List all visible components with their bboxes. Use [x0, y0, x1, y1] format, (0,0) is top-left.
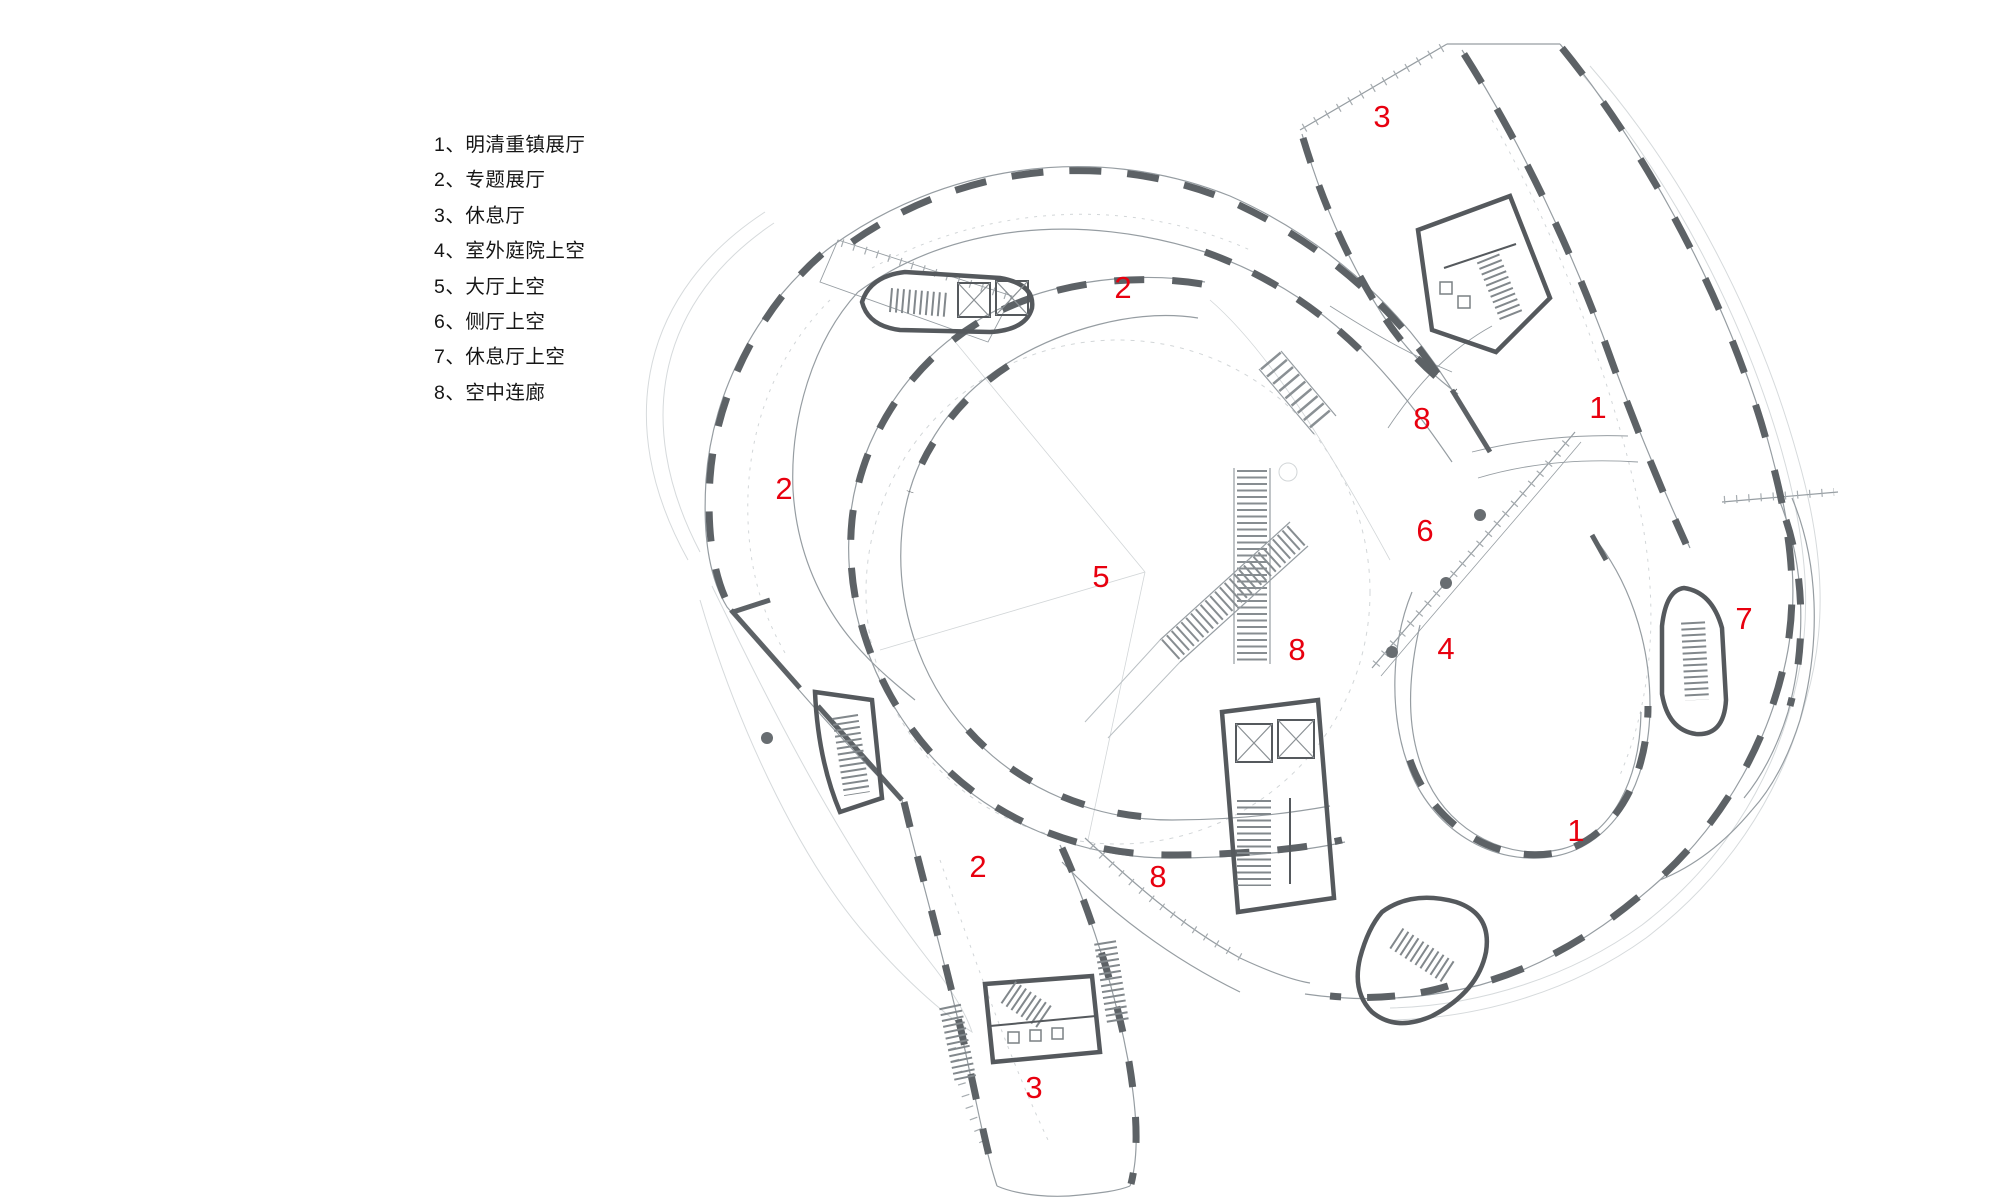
- core-a-top-lens: [859, 269, 1035, 335]
- room-label-8-bottom: 8: [1149, 859, 1166, 894]
- solid-walls: [729, 388, 1609, 802]
- column-dots: [761, 509, 1486, 744]
- wing2-bottom-tip: [996, 1185, 1131, 1197]
- wing2-top-inner: [857, 228, 1453, 463]
- bridge8-bottom-b: [1061, 861, 1241, 993]
- core-c-left: [812, 689, 885, 815]
- room-label-1-bottom: 1: [1567, 813, 1584, 848]
- legend-item-8: 8、空中连廊: [434, 381, 546, 404]
- room-label-2-top: 2: [1114, 270, 1131, 305]
- legend: 1、明清重镇展厅 2、专题展厅 3、休息厅 4、室外庭院上空 5、大厅上空 6、…: [434, 128, 585, 411]
- core-b-hall3: [1415, 193, 1553, 355]
- elevator-shaft: [1277, 719, 1315, 759]
- ramp-edge: [1371, 431, 1576, 669]
- room-label-4: 4: [1437, 631, 1454, 666]
- legend-item-7: 7、休息厅上空: [434, 346, 566, 369]
- ring-inner: [900, 315, 1331, 821]
- room-label-5: 5: [1092, 559, 1109, 594]
- stair-treads: [939, 1003, 977, 1085]
- wing2-left-outer: [704, 245, 903, 801]
- room-label-8-upper: 8: [1413, 401, 1430, 436]
- room-label-2-left: 2: [775, 471, 792, 506]
- room-label-3-bottom: 3: [1025, 1070, 1042, 1105]
- courtyard4-outer: [1394, 534, 1651, 859]
- room-labels: 3 2 1 8 2 6 5 7 8 4 1 2 8 3: [775, 99, 1752, 1105]
- core-d-center: [1219, 697, 1337, 915]
- window-walls: [705, 45, 1805, 1185]
- legend-item-5: 5、大厅上空: [434, 275, 546, 298]
- room-label-2-bottom: 2: [969, 849, 986, 884]
- tick-rows: [840, 42, 1835, 1154]
- stair-treads: [1000, 981, 1054, 1029]
- escalator-diagonal-treads: [1161, 524, 1307, 660]
- hall7-outer: [1751, 497, 1815, 811]
- stair-treads: [832, 714, 870, 796]
- legend-item-1: 1、明清重镇展厅: [434, 134, 586, 156]
- floor-guides: [747, 119, 1652, 1141]
- stair-treads: [1476, 253, 1524, 323]
- escalators: [1084, 350, 1337, 739]
- elevator-shaft: [957, 282, 991, 318]
- stair-treads: [1094, 940, 1129, 1024]
- courtyard4-inner: [1410, 624, 1642, 853]
- elevator-shaft: [1235, 723, 1273, 763]
- ghost-outlines: [646, 65, 1821, 1034]
- wing-outlines: [704, 43, 1839, 1197]
- core-f-bottom: [939, 940, 1129, 1085]
- wing2-top-outer: [831, 166, 1491, 453]
- room-label-7: 7: [1735, 601, 1752, 636]
- legend-item-2: 2、专题展厅: [434, 169, 546, 192]
- stair-treads: [1389, 927, 1455, 983]
- legend-item-6: 6、侧厅上空: [434, 310, 546, 333]
- room-label-1-top: 1: [1589, 390, 1606, 425]
- room-label-8-mid: 8: [1288, 632, 1305, 667]
- stair-treads: [888, 288, 950, 317]
- legend-item-4: 4、室外庭院上空: [434, 240, 586, 263]
- core-e-hall7-lens: [1659, 585, 1729, 737]
- core-g-lens: [1355, 895, 1490, 1026]
- stair-treads: [1681, 621, 1709, 701]
- bridge8-bottom-a: [1084, 837, 1311, 984]
- legend-item-3: 3、休息厅: [434, 204, 526, 227]
- hall3-top-left-edge: [1299, 43, 1448, 131]
- room-label-3-top: 3: [1373, 99, 1390, 134]
- hall3-west-chain: [1301, 133, 1459, 395]
- elevator-shaft: [995, 280, 1029, 316]
- wing2-left-inner: [792, 291, 916, 701]
- room-label-6: 6: [1416, 513, 1433, 548]
